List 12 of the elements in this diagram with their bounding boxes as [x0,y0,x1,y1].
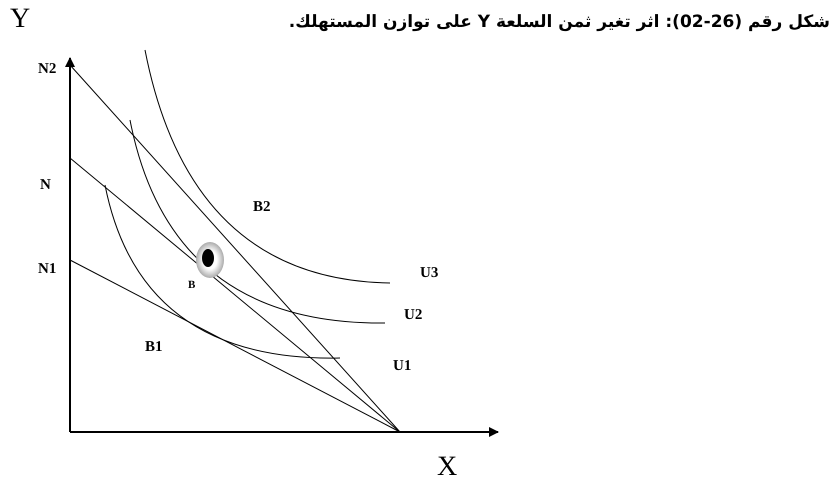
curve-label: U2 [404,306,422,324]
curve-label: B1 [145,338,163,356]
axis-label: Y [10,4,30,34]
curve-label: B2 [253,198,271,216]
curve-label: B [188,278,196,293]
curve-label: U1 [393,357,412,375]
curve-label: N1 [38,260,56,278]
curve-label: U3 [420,264,438,282]
curve-label: N2 [38,60,56,78]
axis-label: X [437,452,458,482]
figure-title: شكل رقم (26-02): اثر تغير ثمن السلعة Y على توازن المستهلك. [288,12,830,32]
curve-label: N [40,176,51,194]
